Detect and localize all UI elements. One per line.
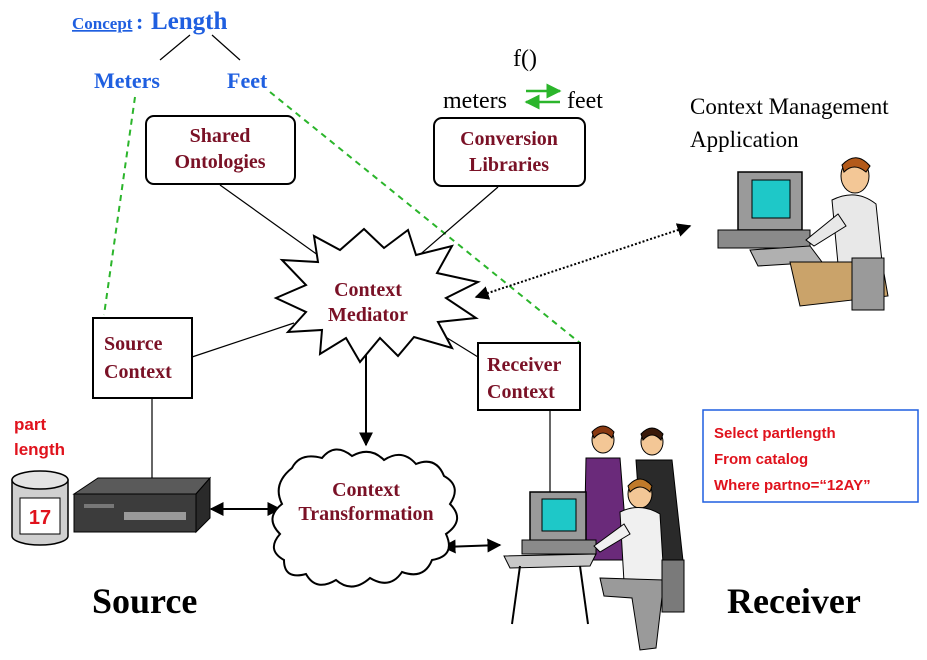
management-application: Context Management Application: [690, 94, 889, 311]
receiver-context-line-2: Context: [487, 381, 555, 403]
conversion-libraries-node: Conversion Libraries: [433, 117, 586, 187]
seated-person-shirt: [619, 507, 665, 583]
desk-leg-left: [511, 565, 521, 625]
receiver-caption: Receiver: [727, 581, 861, 621]
to-unit-label: feet: [567, 88, 603, 114]
seated-person-legs: [599, 577, 665, 651]
unit-feet: Feet: [227, 68, 268, 93]
seated-person-hair: [627, 478, 653, 493]
link-libraries-mediator: [415, 186, 499, 259]
receiver-cpu-case: [521, 539, 597, 555]
arrow-transformation-receiver: [441, 538, 502, 554]
dotted-link-management-mediator: [474, 223, 692, 300]
dashed-link-meters-source: [103, 96, 136, 316]
receiver-context-box: [477, 342, 581, 411]
query-line-1: Select partlength: [714, 425, 836, 442]
query-line-3: Where partno=“12AY”: [714, 477, 871, 494]
query-box: Select partlength From catalog Where par…: [702, 409, 919, 503]
query-box-border: [702, 409, 919, 503]
receiver-monitor-screen: [541, 498, 577, 532]
concept-name: Length: [151, 8, 228, 35]
source-caption: Source: [92, 581, 197, 621]
server-vent: [84, 504, 114, 508]
concept-tree: Concept : Length Meters Feet: [72, 8, 268, 93]
from-unit-label: meters: [443, 88, 507, 114]
function-label: f(): [513, 46, 537, 72]
receiver-chair-icon: [661, 559, 685, 613]
standing-person-1-hair: [591, 425, 615, 439]
source-context-line-2: Context: [104, 361, 172, 383]
concept-colon: :: [136, 9, 143, 34]
context-mediator-line-2: Mediator: [328, 304, 408, 326]
database-label-line-2: length: [14, 440, 65, 459]
database-node: part length 17: [11, 415, 69, 546]
receiver-context-line-1: Receiver: [487, 354, 562, 376]
concept-prefix: Concept: [72, 14, 133, 33]
tree-branch-feet: [211, 34, 241, 61]
context-transformation-line-2: Transformation: [298, 503, 433, 525]
receiver-context-node: Receiver Context: [477, 342, 581, 411]
source-context-box: [92, 317, 193, 399]
server-drive-bay: [124, 512, 186, 520]
source-context-node: Source Context: [92, 317, 193, 399]
context-transformation-line-1: Context: [332, 479, 400, 501]
query-line-2: From catalog: [714, 451, 808, 468]
source-server: [72, 476, 212, 534]
cpu-case: [717, 229, 811, 249]
conversion-function: f() meters feet: [443, 46, 603, 114]
mediator-starburst-shape: [273, 227, 481, 364]
person-hair: [841, 157, 871, 173]
server-top: [72, 477, 212, 495]
transformation-cloud-shape: [271, 448, 458, 588]
management-label-line-1: Context Management: [690, 94, 889, 119]
link-source-mediator: [191, 322, 295, 358]
receiver-users-illustration: [503, 425, 685, 651]
context-mediator-node: Context Mediator: [273, 227, 481, 364]
management-label-line-2: Application: [690, 127, 799, 152]
link-mediator-receiver: [443, 335, 479, 358]
conversion-libraries-box: [433, 117, 586, 187]
database-label-line-1: part: [14, 415, 46, 434]
chair-icon: [851, 257, 885, 311]
context-transformation-node: Context Transformation: [271, 448, 458, 588]
database-value-box: [19, 497, 61, 535]
tree-branch-meters: [159, 34, 191, 61]
conversion-libraries-line-2: Libraries: [469, 154, 549, 176]
receiver-desk: [503, 553, 597, 569]
link-ontologies-mediator: [219, 184, 323, 259]
database-icon: [11, 470, 69, 490]
server-side: [195, 476, 211, 534]
unit-meters: Meters: [94, 68, 160, 93]
database-value: 17: [29, 507, 51, 529]
dashed-link-feet-receiver: [269, 91, 581, 344]
monitor-screen: [751, 179, 791, 219]
standing-person-2-hair: [640, 427, 664, 441]
conversion-libraries-line-1: Conversion: [460, 128, 558, 150]
source-context-line-1: Source: [104, 333, 163, 355]
shared-ontologies-line-1: Shared: [190, 125, 251, 147]
context-mediator-line-1: Context: [334, 279, 402, 301]
seated-person-arm: [593, 523, 631, 553]
computer-user-illustration: [717, 157, 889, 311]
person-arm: [805, 213, 847, 247]
shared-ontologies-line-2: Ontologies: [174, 151, 265, 173]
person-shirt: [831, 194, 883, 265]
shared-ontologies-node: Shared Ontologies: [145, 115, 296, 185]
shared-ontologies-box: [145, 115, 296, 185]
desk-leg-right: [579, 565, 589, 625]
